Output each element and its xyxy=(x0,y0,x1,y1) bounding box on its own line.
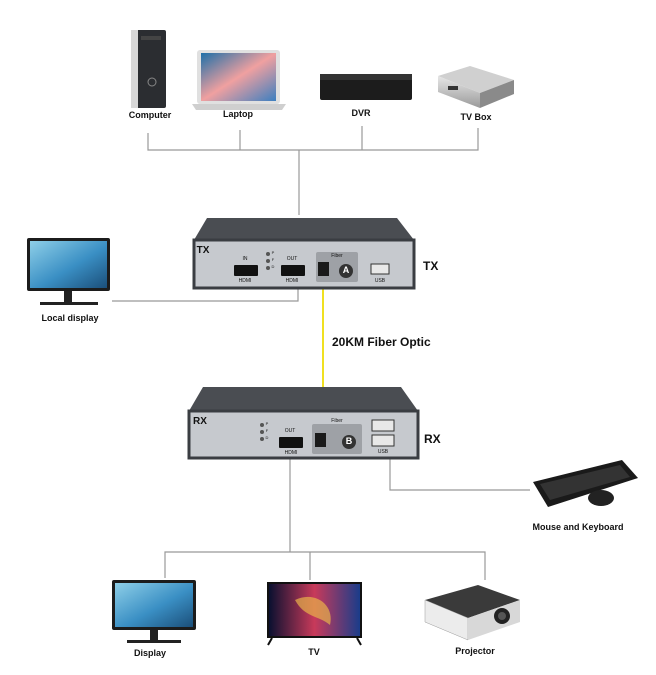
output-label-projector: Projector xyxy=(455,646,495,656)
rx-fiber-label: Fiber xyxy=(331,418,343,424)
tv-box-icon xyxy=(438,66,514,108)
local-display-label: Local display xyxy=(41,313,99,323)
source-label-tv-box: TV Box xyxy=(460,112,492,122)
tv-icon xyxy=(267,582,362,646)
tx-in-port-label: IN xyxy=(242,256,248,262)
rx-hdmi-label: HDMI xyxy=(284,450,298,456)
fiber-link-label: 20KM Fiber Optic xyxy=(332,335,431,349)
rx-usb-label: USB xyxy=(377,449,389,455)
rx-fiber-id-badge: B xyxy=(345,436,353,446)
projector-icon xyxy=(424,585,520,641)
monitor-icon xyxy=(112,580,196,643)
tx-device xyxy=(192,218,416,290)
tx-out-port-label: OUT xyxy=(286,256,298,262)
output-label-tv: TV xyxy=(308,647,320,657)
source-label-laptop: Laptop xyxy=(223,109,253,119)
tx-led-p-label: P xyxy=(271,250,275,255)
rx-led-d-label: D xyxy=(265,435,269,440)
computer-tower-icon xyxy=(131,30,166,108)
connector-lines xyxy=(112,126,530,580)
laptop-icon xyxy=(192,50,286,110)
keyboard-mouse-icon xyxy=(533,460,638,507)
tx-led-d-label: D xyxy=(271,264,275,269)
tx-fiber-id-badge: A xyxy=(342,265,350,275)
rx-face-label: RX xyxy=(193,416,207,427)
dvr-icon xyxy=(320,74,412,100)
tx-usb-label: USB xyxy=(374,278,386,284)
rx-out-port-label: OUT xyxy=(284,428,296,434)
tx-face-label: TX xyxy=(196,245,210,256)
rx-led-f-label: F xyxy=(265,428,269,433)
rx-device xyxy=(187,387,420,460)
tx-side-label: TX xyxy=(423,259,439,273)
peripherals-label: Mouse and Keyboard xyxy=(532,522,624,532)
rx-led-p-label: P xyxy=(265,421,269,426)
local-display-monitor-icon xyxy=(27,238,110,305)
rx-side-label: RX xyxy=(424,432,441,446)
tx-hdmi-out-label: HDMI xyxy=(285,278,299,284)
source-label-dvr: DVR xyxy=(351,108,371,118)
tx-fiber-label: Fiber xyxy=(331,253,343,259)
output-label-display: Display xyxy=(133,648,167,658)
source-label-computer: Computer xyxy=(128,110,172,120)
tx-hdmi-in-label: HDMI xyxy=(238,278,252,284)
tx-led-f-label: F xyxy=(271,257,275,262)
